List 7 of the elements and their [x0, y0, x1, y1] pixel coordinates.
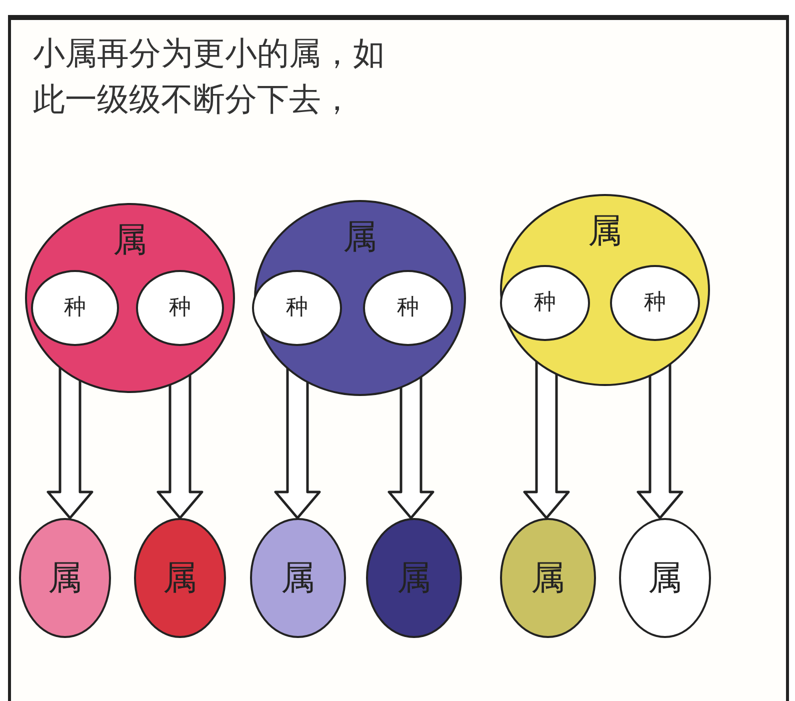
species-ellipse: 种: [610, 265, 700, 341]
species-ellipse: 种: [136, 270, 224, 346]
species-ellipse: 种: [252, 270, 342, 346]
species-ellipse: 种: [31, 270, 119, 346]
species-ellipse: 种: [363, 270, 453, 346]
title: 小属再分为更小的属，如此一级级不断分下去，: [33, 33, 386, 120]
species-ellipse: 种: [500, 265, 590, 341]
